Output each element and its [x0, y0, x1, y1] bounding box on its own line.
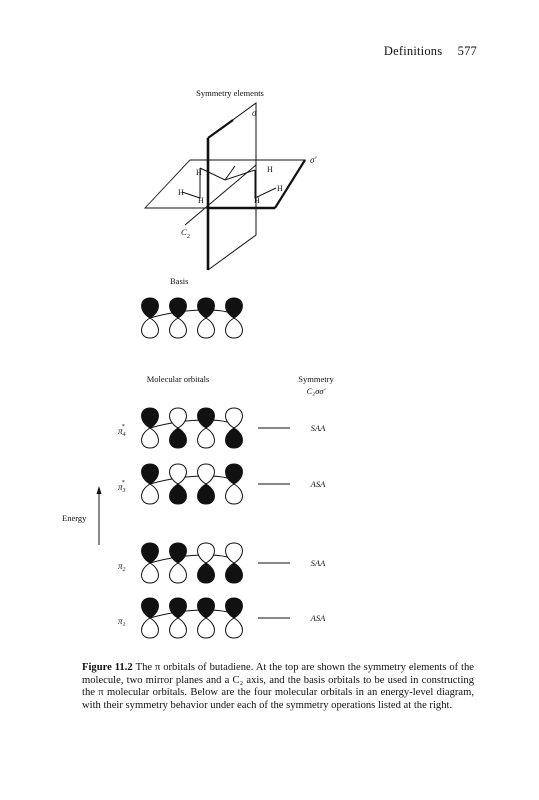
symmetry-label-4: ASA	[310, 613, 326, 623]
mo-label-2: π3*	[118, 480, 126, 494]
mo4-backbone	[149, 609, 235, 619]
molecule-bond-center	[224, 165, 236, 181]
molecule-bond-left	[181, 168, 201, 199]
mo2-backbone	[149, 475, 235, 485]
mo-label-4: π1	[118, 616, 126, 628]
symmetry-label-1: SAA	[311, 423, 326, 433]
basis-orbitals	[141, 297, 243, 339]
mo4-orbital-4-lower-lobe	[225, 617, 243, 639]
atom-h-top-right: H	[267, 165, 273, 174]
molecule-bond-right	[254, 170, 277, 199]
header-title: Definitions	[383, 44, 443, 58]
mo2-orbital-1-upper-lobe	[141, 463, 159, 485]
atom-h-top-left: H	[196, 168, 202, 177]
sigma-prime-right-edge	[274, 159, 306, 209]
caption-text: The π orbitals of butadiene. At the top …	[82, 662, 474, 711]
mo4-orbital-3-lower-lobe	[197, 617, 215, 639]
c2-label-subscript: 2	[187, 234, 190, 240]
basis-orbital-2-upper-lobe	[169, 297, 187, 319]
c2-label: C 2	[181, 227, 190, 240]
atom-h-bottom-right: H	[254, 196, 260, 205]
mo2-orbital-4-upper-lobe	[225, 463, 243, 485]
mo1-orbital-3-lower-lobe	[197, 427, 215, 449]
symmetry-ops: C₂σσ'	[307, 386, 326, 396]
mo4-orbital-2-upper-lobe	[169, 597, 187, 619]
basis-orbital-4-lower-lobe	[225, 317, 243, 339]
caption-label: Figure 11.2	[82, 662, 133, 673]
energy-arrow-head	[96, 486, 102, 494]
running-header: Definitions 577	[384, 44, 477, 59]
mo1-orbital-1-lower-lobe	[141, 427, 159, 449]
mo1-orbital-3-upper-lobe	[197, 407, 215, 429]
page-number: 577	[457, 44, 477, 58]
mo3-backbone	[149, 554, 235, 564]
mo1-orbital-2-upper-lobe	[169, 407, 187, 429]
atom-h-bottom-left: H	[198, 196, 204, 205]
mo-label-1: π4*	[118, 424, 126, 438]
basis-orbital-1-lower-lobe	[141, 317, 159, 339]
mo2-orbital-2-lower-lobe	[169, 483, 187, 505]
symmetry-title: Symmetry	[298, 374, 334, 384]
atom-h-right: H	[277, 184, 283, 193]
mo3-orbital-4-upper-lobe	[225, 542, 243, 564]
symmetry-elements-title: Symmetry elements	[196, 88, 264, 98]
mo3-orbital-2-upper-lobe	[169, 542, 187, 564]
sigma-label: σ	[252, 108, 257, 118]
mo1-orbital-4-lower-lobe	[225, 427, 243, 449]
mo4-orbital-3-upper-lobe	[197, 597, 215, 619]
sigma-plane-outline	[207, 102, 257, 271]
symmetry-label-3: SAA	[311, 558, 326, 568]
mo3-orbital-3-lower-lobe	[197, 562, 215, 584]
basis-orbital-4-upper-lobe	[225, 297, 243, 319]
basis-orbital-2-lower-lobe	[169, 317, 187, 339]
mo1-orbital-1-upper-lobe	[141, 407, 159, 429]
symmetry-label-2: ASA	[310, 479, 326, 489]
mo2-orbital-3-upper-lobe	[197, 463, 215, 485]
mo-level-1: π4* SAA	[118, 407, 326, 449]
mo1-orbital-4-upper-lobe	[225, 407, 243, 429]
c2-label-letter: C	[181, 227, 187, 237]
symmetry-elements-diagram	[143, 102, 306, 271]
basis-backbone	[149, 309, 235, 319]
mo3-orbital-4-lower-lobe	[225, 562, 243, 584]
mo4-orbital-4-upper-lobe	[225, 597, 243, 619]
mo-level-2: π3* ASA	[118, 463, 326, 505]
atom-h-left: H	[178, 188, 184, 197]
mo3-orbital-3-upper-lobe	[197, 542, 215, 564]
basis-label: Basis	[170, 276, 188, 286]
mo2-orbital-4-lower-lobe	[225, 483, 243, 505]
mo-label-3: π2	[118, 561, 126, 573]
basis-orbital-3-upper-lobe	[197, 297, 215, 319]
mo4-orbital-1-upper-lobe	[141, 597, 159, 619]
basis-orbital-1-upper-lobe	[141, 297, 159, 319]
mo1-orbital-2-lower-lobe	[169, 427, 187, 449]
c2-axis	[184, 164, 257, 226]
sigma-prime-label: σ'	[310, 155, 317, 165]
basis-orbital-3-lower-lobe	[197, 317, 215, 339]
mo-level-3: π2 SAA	[118, 542, 326, 584]
mo2-orbital-3-lower-lobe	[197, 483, 215, 505]
mo4-orbital-2-lower-lobe	[169, 617, 187, 639]
mo4-orbital-1-lower-lobe	[141, 617, 159, 639]
mo2-orbital-2-upper-lobe	[169, 463, 187, 485]
mo2-orbital-1-lower-lobe	[141, 483, 159, 505]
energy-label: Energy	[62, 513, 87, 523]
mo-title: Molecular orbitals	[147, 374, 210, 384]
mo-level-4: π1 ASA	[118, 597, 326, 639]
mo3-orbital-1-upper-lobe	[141, 542, 159, 564]
mo3-orbital-1-lower-lobe	[141, 562, 159, 584]
mo3-orbital-2-lower-lobe	[169, 562, 187, 584]
molecular-orbital-levels: π4* SAA π3* ASA π2 SAA π1 ASA	[118, 407, 326, 639]
energy-axis: Energy	[62, 486, 102, 545]
mo1-backbone	[149, 419, 235, 429]
sigma-plane-top-edge	[207, 119, 234, 139]
